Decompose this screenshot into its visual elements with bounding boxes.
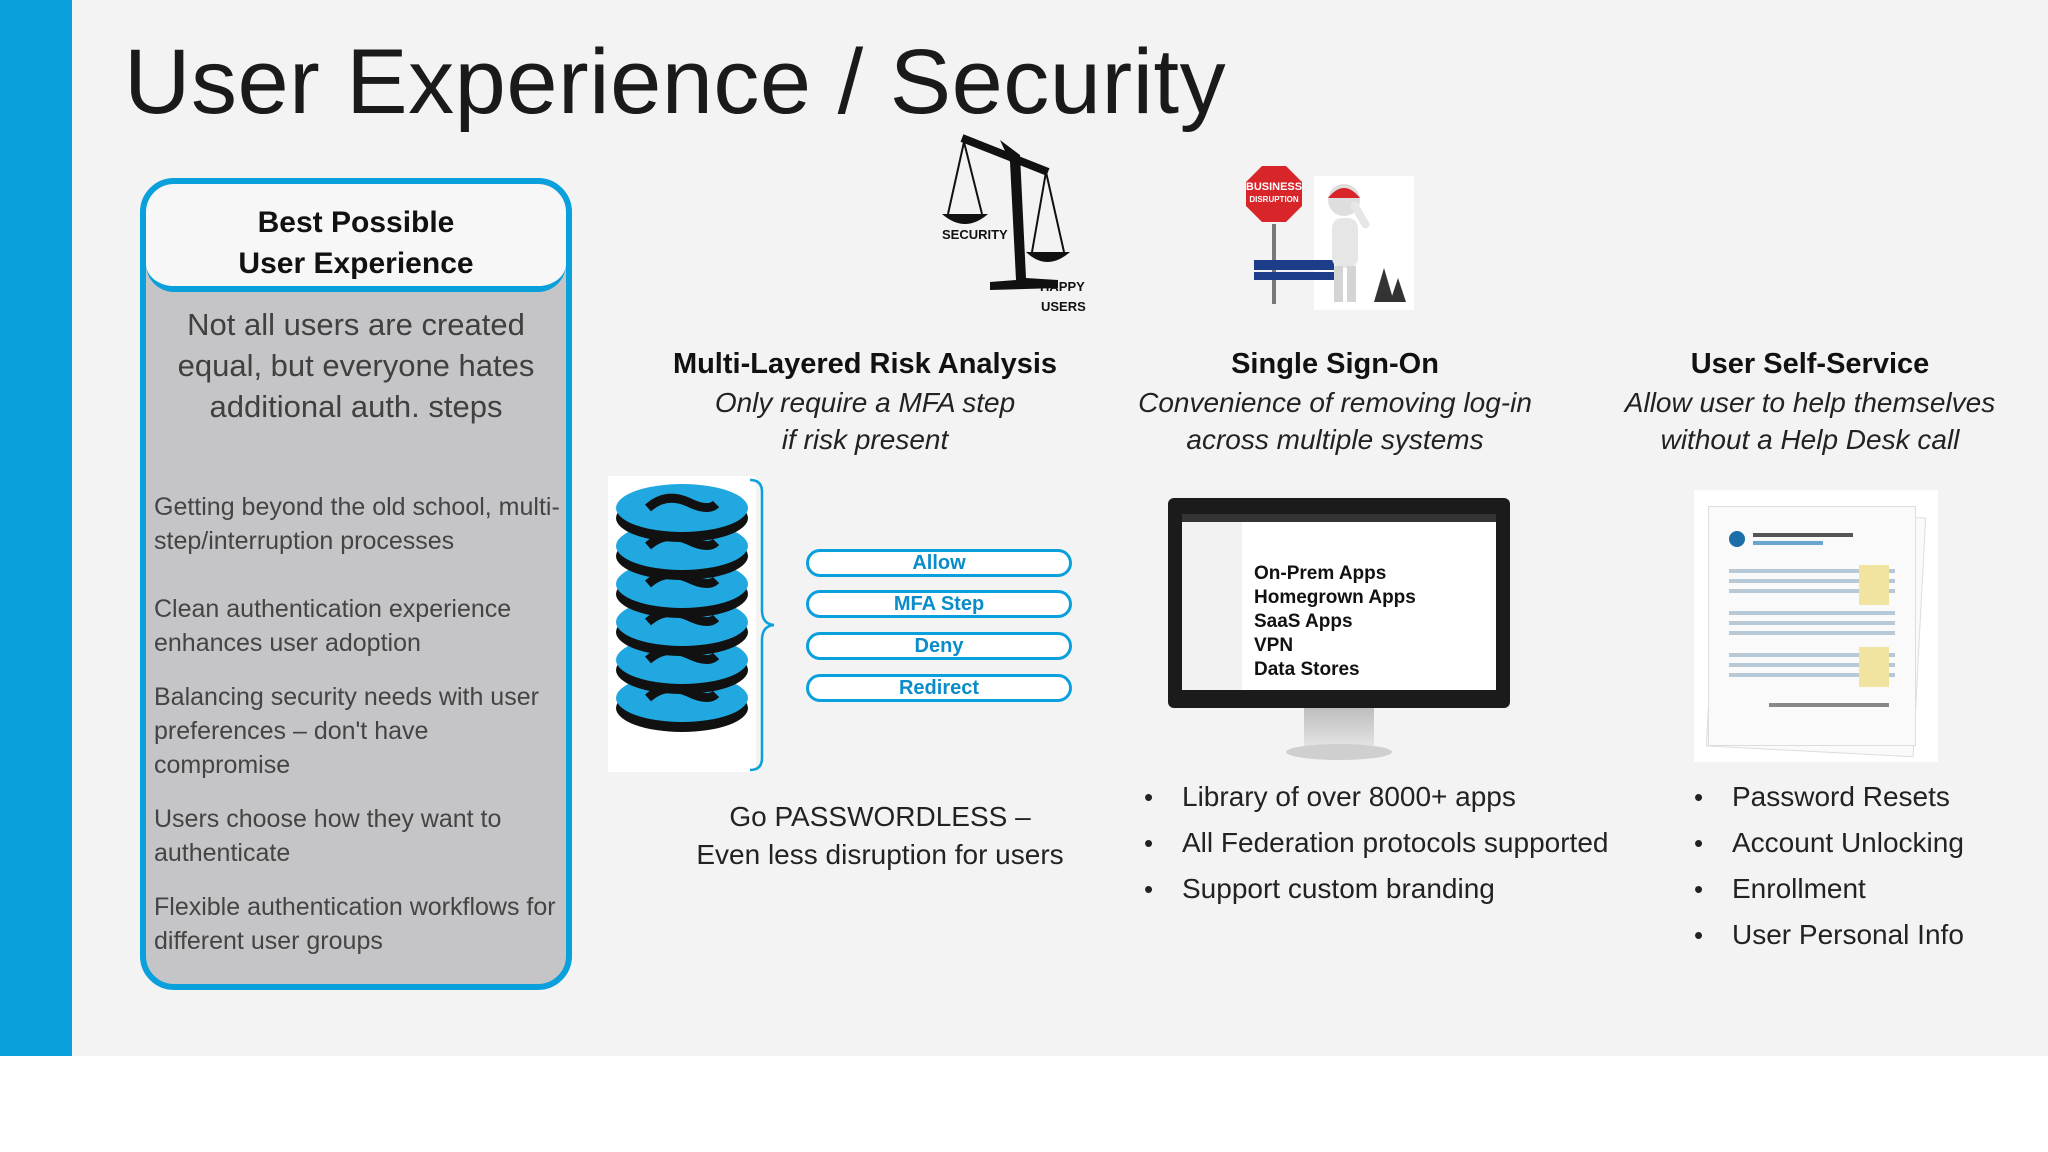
sso-monitor-image: On-Prem Apps Homegrown Apps SaaS Apps VP…	[1168, 498, 1510, 708]
balance-scale-icon: SECURITY HAPPY USERS	[942, 134, 1086, 314]
stop-sign-line1: BUSINESS	[1246, 181, 1302, 193]
self-service-subtitle-1: Allow user to help themselves	[1624, 387, 1996, 418]
slide: User Experience / Security Best Possible…	[0, 0, 2048, 1056]
risk-outcome-deny: Deny	[806, 632, 1072, 660]
scale-label-security: SECURITY	[942, 227, 1008, 242]
doc-logo-icon	[1729, 531, 1745, 547]
passwordless-note-line2: Even less disruption for users	[696, 839, 1064, 870]
monitor-stand	[1304, 708, 1374, 748]
self-service-bullet: Enrollment	[1694, 866, 1964, 912]
sso-bullet: All Federation protocols supported	[1144, 820, 1608, 866]
slide-margin	[0, 1056, 2048, 1152]
panel-item: Balancing security needs with user prefe…	[154, 683, 539, 779]
monitor-screen: On-Prem Apps Homegrown Apps SaaS Apps VP…	[1182, 514, 1496, 690]
self-service-bullet: User Personal Info	[1694, 912, 1964, 958]
screen-app-item: Homegrown Apps	[1254, 587, 1416, 608]
self-service-bullet: Account Unlocking	[1694, 820, 1964, 866]
screen-title-bar	[1182, 514, 1496, 522]
risk-outcome-allow: Allow	[806, 549, 1072, 577]
risk-bracket-icon	[749, 478, 775, 772]
screen-app-item: Data Stores	[1254, 659, 1360, 680]
panel-heading: Best Possible User Experience	[146, 184, 566, 292]
panel-item: Flexible authentication workflows for di…	[154, 893, 556, 955]
panel-heading-line2: User Experience	[238, 247, 474, 280]
sso-title: Single Sign-On	[1231, 348, 1439, 380]
passwordless-note: Go PASSWORDLESS – Even less disruption f…	[660, 798, 1100, 874]
scale-label-users: USERS	[1041, 299, 1086, 314]
best-experience-panel: Best Possible User Experience Not all us…	[140, 178, 572, 990]
sso-bullet: Library of over 8000+ apps	[1144, 774, 1608, 820]
panel-item: Users choose how they want to authentica…	[154, 805, 502, 867]
screen-app-item: SaaS Apps	[1254, 611, 1353, 632]
risk-analysis-subtitle-1: Only require a MFA step	[714, 387, 1016, 418]
panel-heading-line1: Best Possible	[257, 206, 455, 239]
risk-outcome-redirect: Redirect	[806, 674, 1072, 702]
screen-app-list: On-Prem Apps Homegrown Apps SaaS Apps VP…	[1254, 562, 1416, 682]
screen-sidebar	[1182, 522, 1242, 690]
risk-outcome-mfa-step: MFA Step	[806, 590, 1072, 618]
self-service-bullet-list: Password Resets Account Unlocking Enroll…	[1694, 774, 1964, 958]
self-service-bullet: Password Resets	[1694, 774, 1964, 820]
stop-sign-line2: DISRUPTION	[1249, 195, 1299, 204]
business-disruption-icon: BUSINESS DISRUPTION	[1246, 166, 1414, 310]
sso-subtitle-1: Convenience of removing log-in	[1138, 387, 1532, 418]
risk-analysis-subtitle-2: if risk present	[781, 424, 949, 455]
sso-bullet: Support custom branding	[1144, 866, 1608, 912]
risk-layers-stack-icon	[608, 476, 756, 772]
sso-subtitle-2: across multiple systems	[1186, 424, 1484, 455]
panel-item: Clean authentication experience enhances…	[154, 595, 512, 657]
sso-bullet-list: Library of over 8000+ apps All Federatio…	[1144, 774, 1608, 912]
cost-savings-document-image	[1694, 490, 1938, 762]
screen-app-item: On-Prem Apps	[1254, 563, 1387, 584]
self-service-subtitle-2: without a Help Desk call	[1660, 424, 1960, 455]
scale-label-happy: HAPPY	[1040, 279, 1085, 294]
screen-app-item: VPN	[1254, 635, 1294, 656]
doc-front-page	[1708, 506, 1916, 746]
accent-bar	[0, 0, 72, 1056]
panel-item: Getting beyond the old school, multi-ste…	[154, 493, 560, 555]
passwordless-note-line1: Go PASSWORDLESS –	[729, 801, 1031, 832]
self-service-title: User Self-Service	[1690, 348, 1930, 380]
slide-title: User Experience / Security	[124, 31, 1227, 133]
panel-lead-text: Not all users are created equal, but eve…	[177, 307, 535, 424]
monitor-stand-base	[1286, 744, 1392, 760]
risk-analysis-title: Multi-Layered Risk Analysis	[672, 348, 1058, 380]
